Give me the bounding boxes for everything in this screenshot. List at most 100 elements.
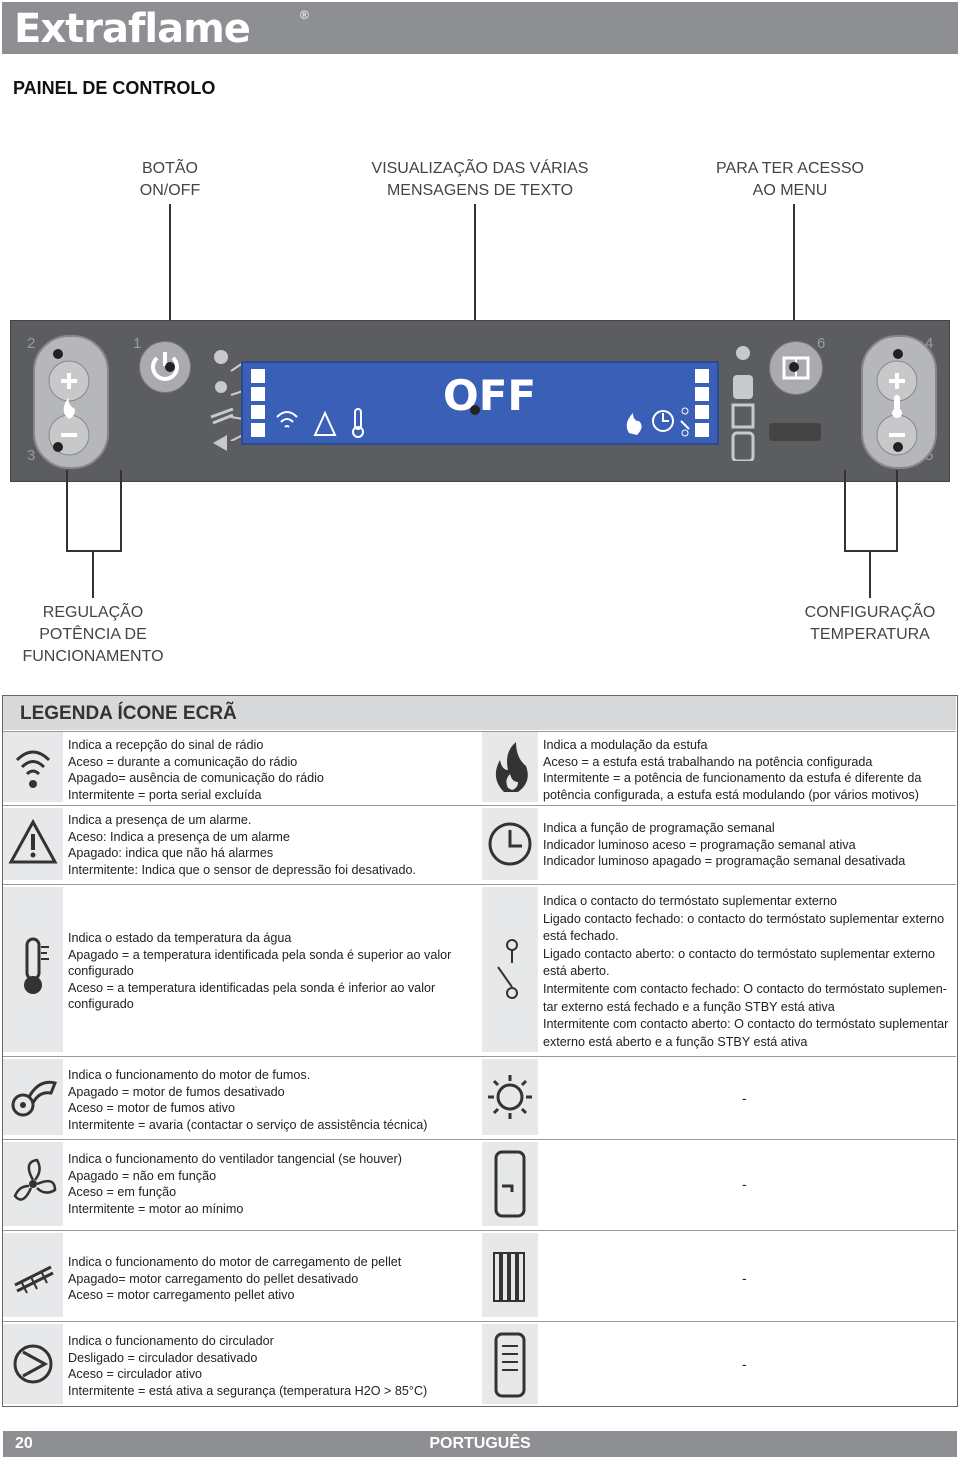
legend-row-divider bbox=[3, 884, 956, 885]
leader-dot bbox=[470, 405, 480, 415]
lcd-indicator-square bbox=[251, 387, 265, 401]
legend-entry-puffer: - bbox=[742, 1356, 747, 1372]
leader-line bbox=[474, 204, 476, 410]
brand-logo: Extraflame bbox=[14, 6, 251, 52]
callout-messages: VISUALIZAÇÃO DAS VÁRIAS MENSAGENS DE TEX… bbox=[360, 158, 600, 202]
callout-power: REGULAÇÃO POTÊNCIA DE FUNCIONAMENTO bbox=[8, 602, 178, 668]
page-title: PAINEL DE CONTROLO bbox=[13, 78, 216, 98]
leader-line bbox=[896, 470, 898, 552]
smoke-motor-icon bbox=[11, 1080, 58, 1117]
legend-entry-boiler: - bbox=[742, 1176, 747, 1192]
lcd-message-text: OFF bbox=[443, 371, 537, 420]
lcd-indicator-square bbox=[695, 387, 709, 401]
legend-icon-cell bbox=[3, 1324, 63, 1404]
callout-line: VISUALIZAÇÃO DAS VÁRIAS bbox=[371, 160, 589, 177]
button-number: 1 bbox=[133, 335, 142, 352]
callout-line: CONFIGURAÇÃO bbox=[804, 604, 936, 621]
callout-line: REGULAÇÃO bbox=[42, 604, 144, 621]
lcd-indicator-square bbox=[251, 423, 265, 437]
callout-line: AO MENU bbox=[752, 182, 828, 199]
legend-entry-pellet-motor: Indica o funcionamento do motor de carre… bbox=[68, 1255, 402, 1303]
legend-entry-alarm: Indica a presença de um alarme.Aceso: In… bbox=[68, 813, 416, 877]
leader-dot bbox=[789, 362, 799, 372]
legend-icon-cell bbox=[482, 808, 538, 880]
legend-icon-cell bbox=[482, 887, 538, 1052]
display-slot bbox=[769, 423, 821, 441]
lcd-display: OFF bbox=[241, 361, 719, 445]
callout-line: TEMPERATURA bbox=[810, 626, 930, 643]
legend-entry-radiator: - bbox=[742, 1270, 747, 1286]
legend-icon-cell bbox=[482, 732, 538, 802]
legend-header bbox=[3, 696, 956, 730]
power-icon bbox=[151, 352, 179, 381]
legend-row-divider bbox=[3, 1230, 956, 1231]
leader-dot bbox=[893, 442, 903, 452]
legend-table bbox=[2, 695, 958, 1407]
leader-line bbox=[120, 470, 122, 552]
leader-line bbox=[66, 550, 122, 552]
leader-dot bbox=[165, 362, 175, 372]
legend-icon-cell bbox=[3, 732, 63, 802]
page-number: 20 bbox=[15, 1435, 33, 1452]
leader-line bbox=[844, 470, 846, 552]
leader-dot bbox=[53, 442, 63, 452]
temperature-plus-minus-icon bbox=[876, 360, 918, 456]
leader-dot bbox=[53, 349, 63, 359]
power-adjust-button[interactable] bbox=[33, 335, 109, 469]
control-panel: 2 1 3 6 4 5 bbox=[10, 320, 950, 482]
circulator-pump-icon bbox=[13, 1344, 53, 1384]
legend-row-divider bbox=[3, 1321, 956, 1322]
callout-line: MENSAGENS DE TEXTO bbox=[386, 182, 574, 199]
button-number: 3 bbox=[27, 447, 36, 464]
button-number: 6 bbox=[817, 335, 826, 352]
button-number: 4 bbox=[925, 335, 934, 352]
leader-dot bbox=[893, 349, 903, 359]
leader-line bbox=[844, 550, 898, 552]
page-footer: PORTUGUÊS 20 bbox=[3, 1431, 957, 1457]
leader-line bbox=[169, 204, 171, 366]
panel-left-leader-ticks bbox=[230, 362, 244, 441]
lcd-indicator-square bbox=[251, 369, 265, 383]
radiator-icon bbox=[493, 1252, 525, 1302]
callout-line: FUNCIONAMENTO bbox=[22, 648, 164, 665]
legend-icon-cell bbox=[482, 1233, 538, 1317]
legend-icon-cell bbox=[3, 887, 63, 1052]
lcd-indicator-square bbox=[251, 405, 265, 419]
button-number: 2 bbox=[27, 335, 36, 352]
pellet-auger-icon bbox=[14, 1265, 54, 1294]
callout-line: POTÊNCIA DE bbox=[39, 626, 147, 643]
legend-icon-cell bbox=[3, 1059, 63, 1135]
brand-bar: Extraflame ® bbox=[2, 2, 958, 54]
lcd-indicator-square bbox=[695, 369, 709, 383]
legend-row-divider bbox=[3, 1139, 956, 1140]
on-off-button[interactable] bbox=[139, 341, 191, 393]
legend-entry-smoke-motor: Indica o funcionamento do motor de fumos… bbox=[68, 1068, 428, 1132]
legend-title: LEGENDA ÍCONE ECRÃ bbox=[20, 703, 237, 724]
legend-entry-tangential-fan: Indica o funcionamento do ventilador tan… bbox=[68, 1152, 402, 1216]
callout-temperature: CONFIGURAÇÃO TEMPERATURA bbox=[790, 602, 950, 646]
callout-line: ON/OFF bbox=[139, 182, 201, 199]
flame-modulation-icon bbox=[495, 742, 528, 792]
lcd-indicator-square bbox=[695, 405, 709, 419]
callout-on-off: BOTÃO ON/OFF bbox=[120, 158, 220, 202]
legend-row-divider bbox=[3, 805, 956, 806]
thermostat-contact-icon bbox=[497, 939, 518, 999]
clock-icon bbox=[488, 822, 532, 866]
callout-line: BOTÃO bbox=[141, 160, 198, 177]
lcd-left-status-icons bbox=[276, 408, 364, 438]
leader-line bbox=[869, 550, 871, 598]
leader-line bbox=[66, 470, 68, 552]
puffer-tank-icon bbox=[494, 1332, 526, 1398]
callout-menu: PARA TER ACESSO AO MENU bbox=[700, 158, 880, 202]
leader-line bbox=[92, 550, 94, 598]
tangential-fan-icon bbox=[13, 1158, 57, 1201]
legend-icon-cell bbox=[482, 1059, 538, 1135]
legend-entry-thermostat: Indica o contacto do termóstato suplemen… bbox=[543, 894, 949, 1049]
footer-language: PORTUGUÊS bbox=[429, 1435, 531, 1452]
radio-signal-icon bbox=[15, 750, 51, 788]
legend-icon-cell bbox=[3, 1233, 63, 1317]
